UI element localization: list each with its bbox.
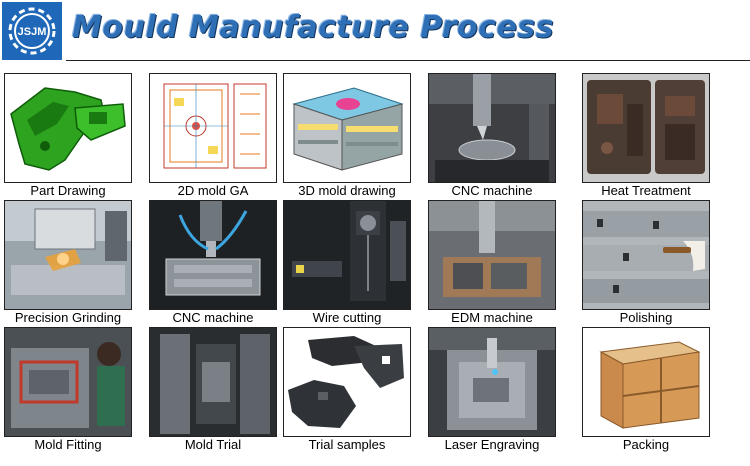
gear-icon: JSJM xyxy=(8,7,56,55)
page-title: Mould Manufacture Process xyxy=(72,10,555,45)
wire-cutting-image xyxy=(283,200,411,310)
mold-fitting-image xyxy=(4,327,132,437)
step-polishing: Polishing xyxy=(582,200,710,325)
step-wire-cutting: Wire cutting xyxy=(283,200,411,325)
step-mold-fitting: Mold Fitting xyxy=(4,327,132,452)
step-label: Mold Trial xyxy=(184,437,242,452)
step-laser-engraving: Laser Engraving xyxy=(428,327,556,452)
edm-machine-image xyxy=(428,200,556,310)
step-label: EDM machine xyxy=(451,310,533,325)
step-3d-mold-drawing: 3D mold drawing xyxy=(283,73,411,198)
heat-treatment-image xyxy=(582,73,710,183)
cnc-machine-2-image xyxy=(149,200,277,310)
trial-samples-image xyxy=(283,327,411,437)
step-label: Laser Engraving xyxy=(444,437,540,452)
2d-mold-ga-image xyxy=(149,73,277,183)
step-label: Packing xyxy=(622,437,670,452)
step-precision-grinding: Precision Grinding xyxy=(4,200,132,325)
polishing-image xyxy=(582,200,710,310)
step-trial-samples: Trial samples xyxy=(283,327,411,452)
packing-image xyxy=(582,327,710,437)
step-cnc-machine-1: CNC machine xyxy=(428,73,556,198)
step-part-drawing: Part Drawing xyxy=(4,73,132,198)
part-drawing-image xyxy=(4,73,132,183)
3d-mold-drawing-image xyxy=(283,73,411,183)
step-cnc-machine-2: CNC machine xyxy=(149,200,277,325)
step-label: Heat Treatment xyxy=(601,183,691,198)
header: JSJM Mould Manufacture Process xyxy=(0,0,750,64)
step-label: CNC machine xyxy=(451,183,533,198)
step-heat-treatment: Heat Treatment xyxy=(582,73,710,198)
title-divider xyxy=(66,60,750,61)
step-label: Wire cutting xyxy=(312,310,382,325)
step-label: Mold Fitting xyxy=(34,437,102,452)
step-label: 3D mold drawing xyxy=(298,183,396,198)
step-edm-machine: EDM machine xyxy=(428,200,556,325)
step-label: 2D mold GA xyxy=(177,183,249,198)
cnc-machine-image xyxy=(428,73,556,183)
step-label: Precision Grinding xyxy=(14,310,122,325)
step-label: Part Drawing xyxy=(30,183,106,198)
laser-engraving-image xyxy=(428,327,556,437)
precision-grinding-image xyxy=(4,200,132,310)
company-logo: JSJM xyxy=(2,2,62,60)
logo-text: JSJM xyxy=(18,26,47,38)
step-label: Polishing xyxy=(619,310,673,325)
mold-trial-image xyxy=(149,327,277,437)
step-2d-mold-ga: 2D mold GA xyxy=(149,73,277,198)
step-mold-trial: Mold Trial xyxy=(149,327,277,452)
step-label: Trial samples xyxy=(308,437,386,452)
step-label: CNC machine xyxy=(172,310,254,325)
step-packing: Packing xyxy=(582,327,710,452)
